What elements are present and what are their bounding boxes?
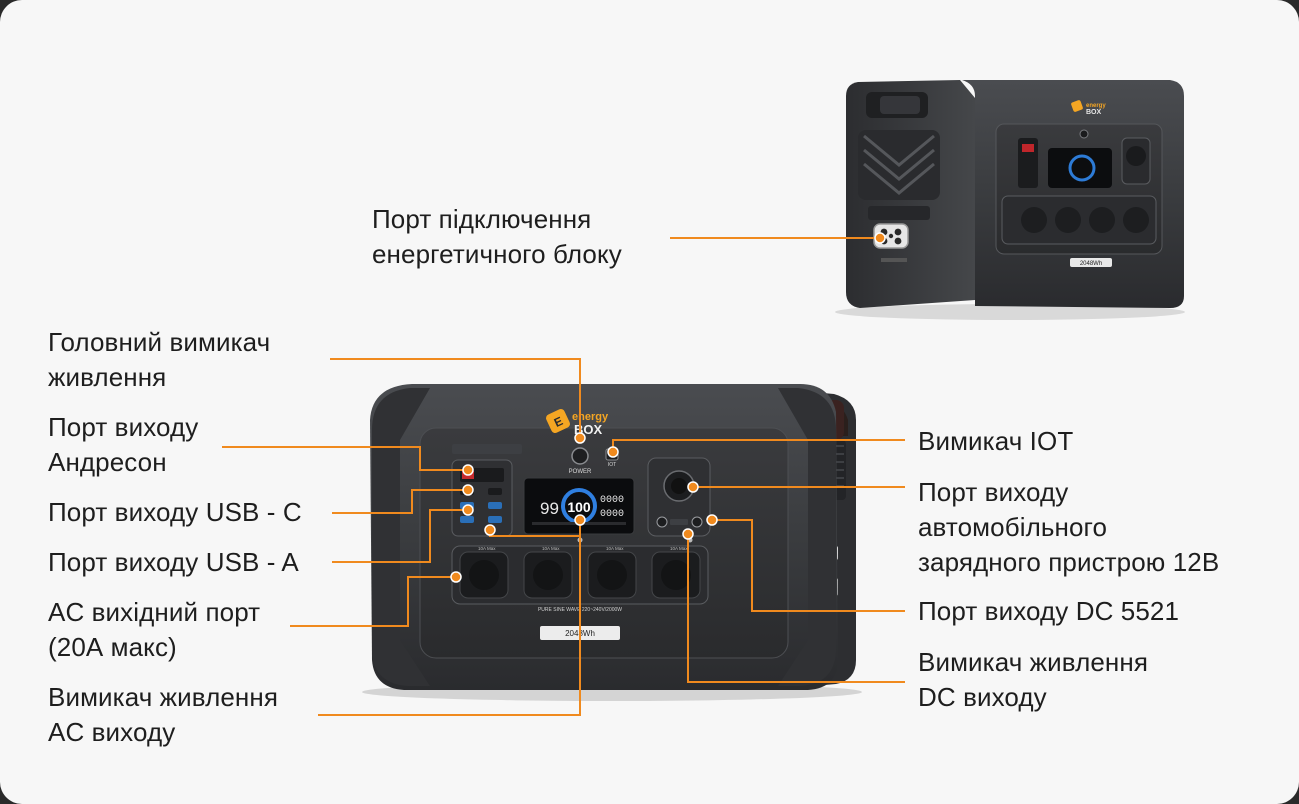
display-left-value: 99 [540,499,559,518]
dc5521-port-1[interactable] [656,516,668,528]
display-right-bottom: 0000 [600,509,624,520]
ac-socket-1[interactable] [459,551,509,599]
rear-logo: energy BOX [1071,100,1106,116]
power-label: POWER [569,469,592,475]
label-dc5521-port: Порт виходу DC 5521 [918,596,1180,626]
usb-a-port-2[interactable] [488,502,502,509]
rear-brand-bottom: BOX [1086,109,1102,116]
iot-label: IOT [608,462,616,468]
rear-capacity-badge: 2048Wh [1080,261,1102,267]
front-unit: E energy BOX POWER IOT [362,384,862,701]
label-dc-output-switch: Вимикач живлення DC виходу [918,647,1149,712]
power-button[interactable]: POWER [569,447,592,475]
display-right-top: 0000 [600,495,624,506]
rear-sockets [1021,207,1149,233]
ac-socket-2[interactable] [523,551,573,599]
label-energy-block-port: Порт підключення енергетичного блоку [372,204,622,269]
label-ac-output-switch: Вимикач живлення AC виходу [48,682,279,747]
front-brand-top: energy [572,411,609,423]
label-ac-output-port: AC вихідний порт (20А макс) [48,597,261,662]
rear-unit: energy BOX 2048Wh [835,80,1185,320]
socket-label-2: 10A Max [542,546,560,551]
label-usb-c-output: Порт виходу USB - C [48,497,302,527]
dc5521-port-2[interactable] [691,516,703,528]
ac-socket-4[interactable] [651,551,701,599]
label-anderson-output: Порт виходу Андресон [48,412,199,477]
ac-socket-3[interactable] [587,551,637,599]
label-car-charger-port: Порт виходу автомобільного зарядного при… [918,477,1220,577]
display-center-value: 100 [567,499,591,515]
usb-a-port-4[interactable] [488,516,502,523]
socket-label-1: 10A Max [478,546,496,551]
socket-label-3: 10A Max [606,546,624,551]
label-iot-switch: Вимикач IOT [918,426,1074,456]
front-logo: E energy BOX [546,409,609,437]
label-main-power-switch: Головний вимикач живлення [48,327,271,392]
lcd-display: 99 100 0000 0000 [523,477,635,535]
rear-brand-top: energy [1086,103,1106,109]
usb-a-port-3[interactable] [460,516,474,523]
socket-label-4: 10A Max [670,546,688,551]
rear-vent [858,130,940,200]
usb-c-port-2[interactable] [488,488,502,495]
label-usb-a-output: Порт виходу USB - A [48,547,299,577]
callout-dots [450,232,886,583]
